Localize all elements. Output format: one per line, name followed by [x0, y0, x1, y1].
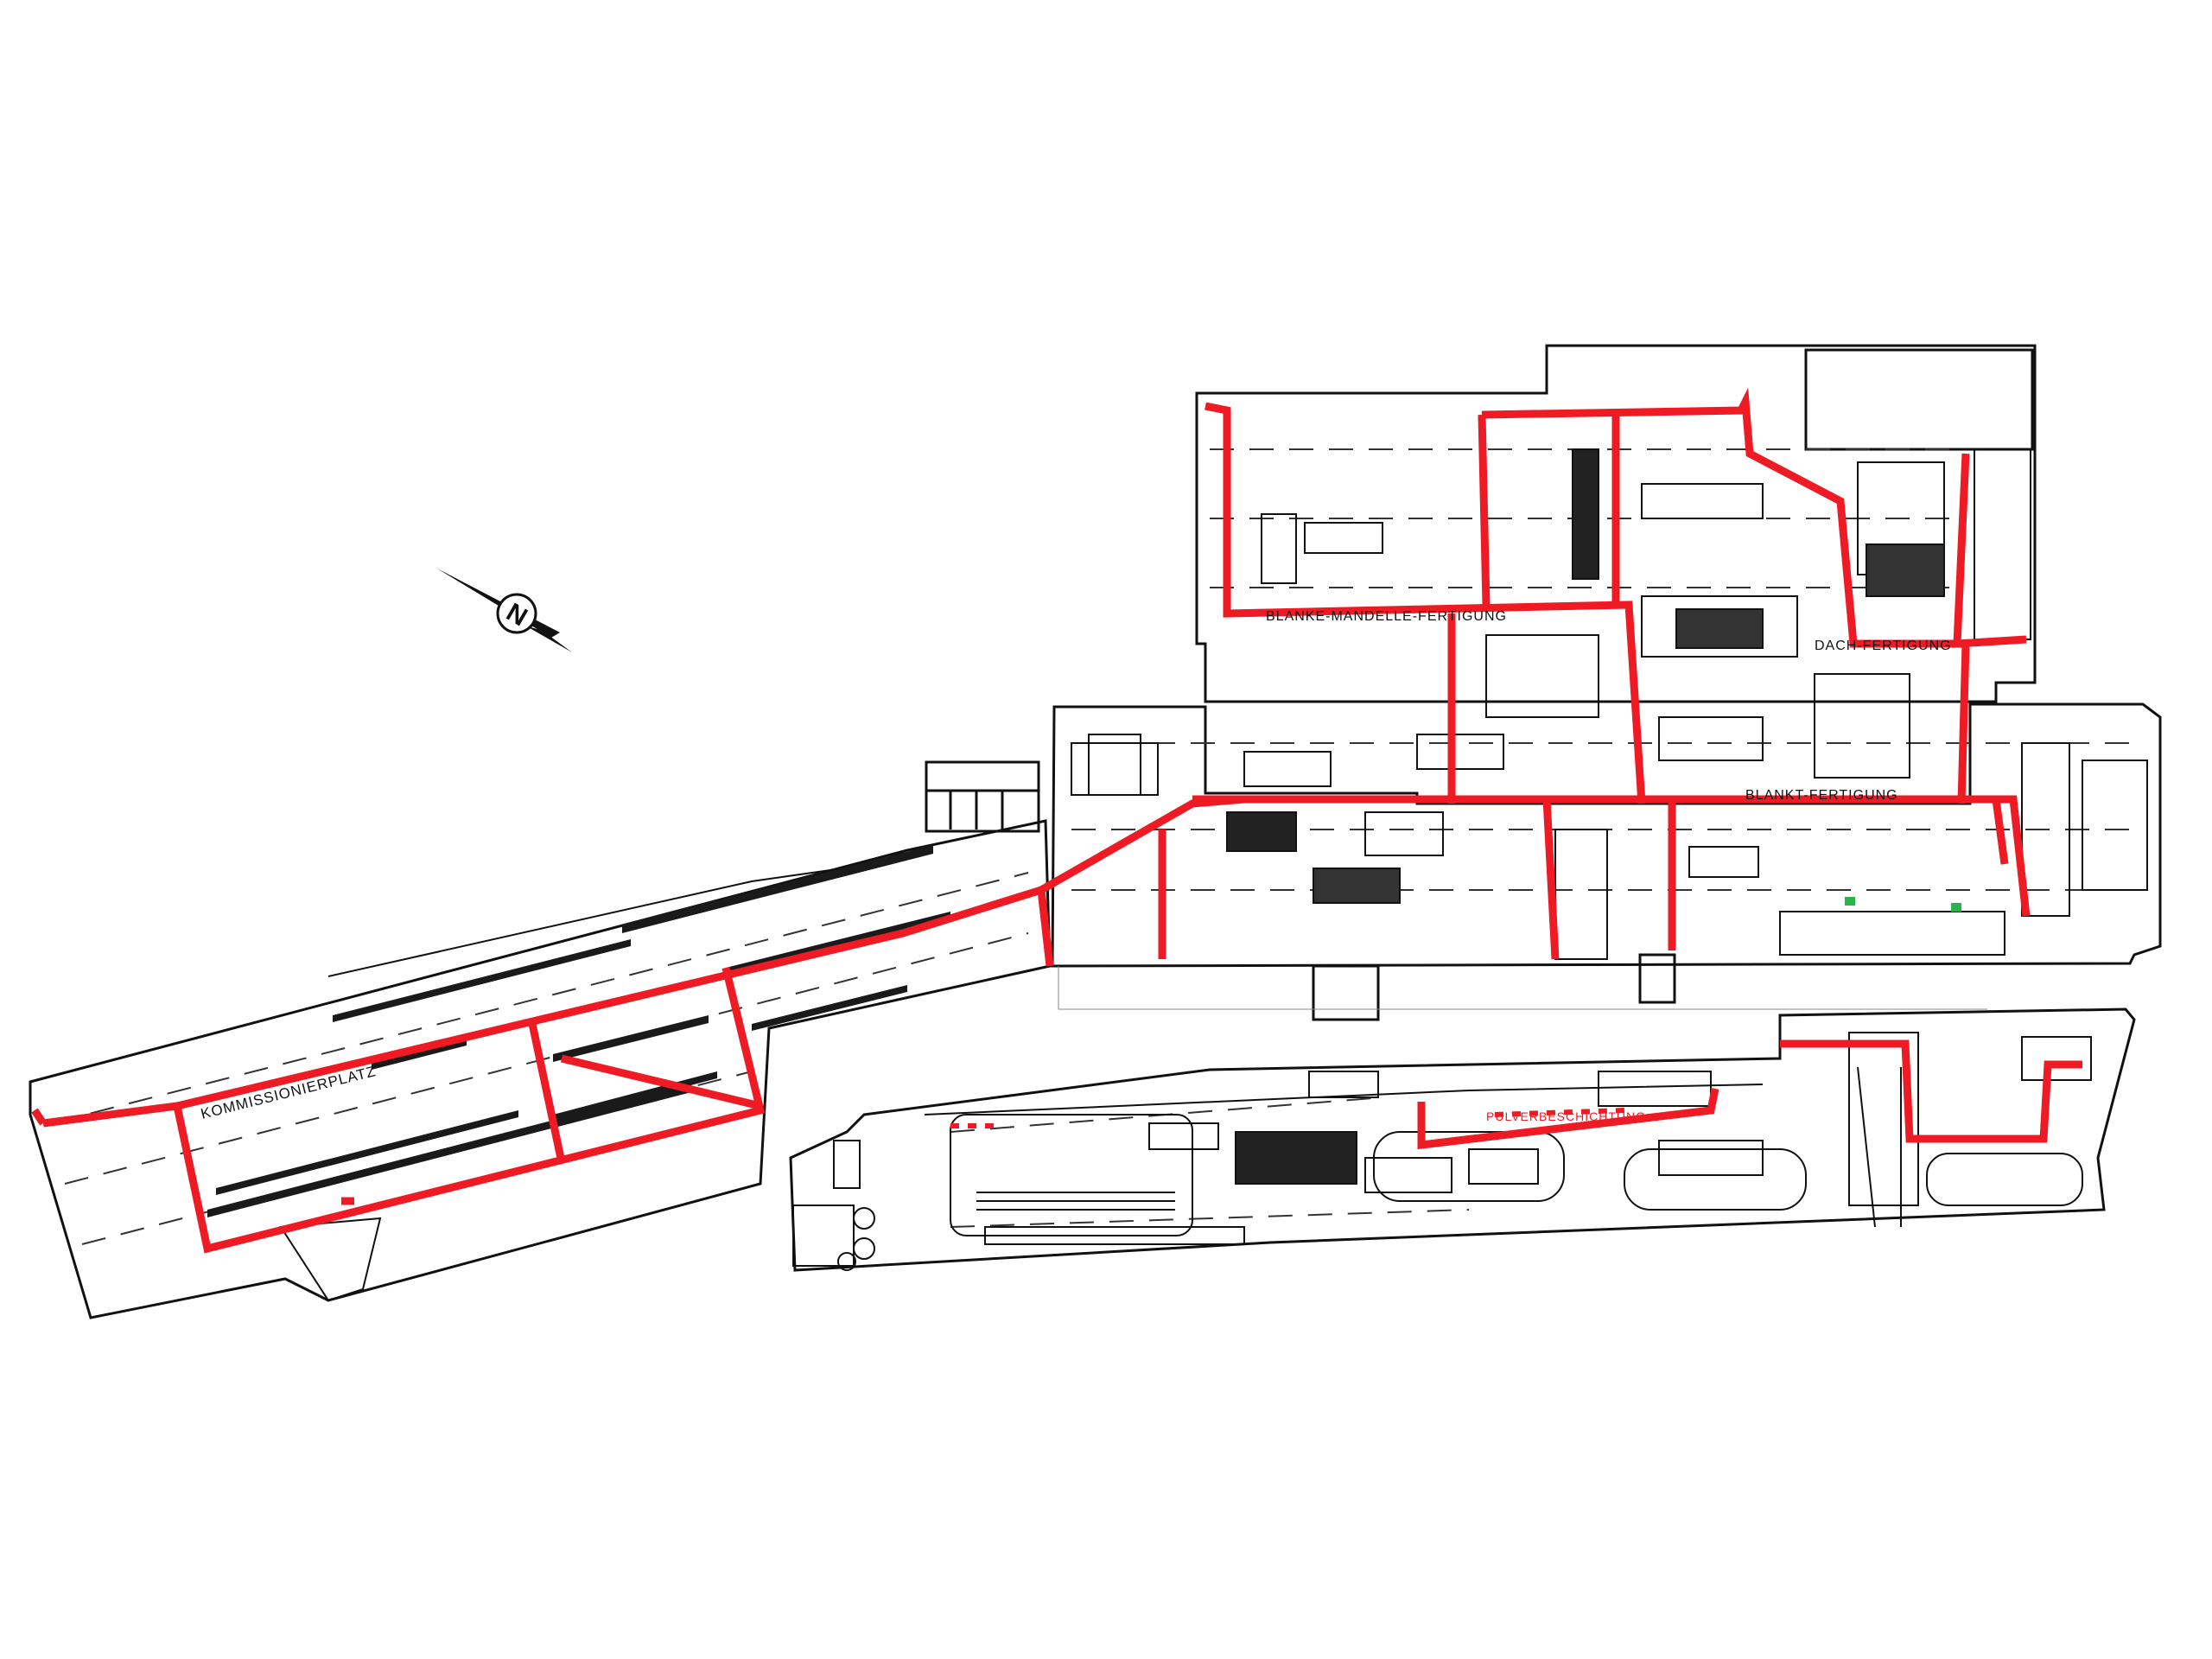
- tanks: [792, 1140, 875, 1271]
- upper-annex-box: [1804, 348, 2034, 451]
- route-warehouse-loop: [173, 966, 766, 1254]
- south-annex-b: [1638, 953, 1676, 1004]
- route-warehouse-cross-b: [560, 1054, 762, 1110]
- route-link-up: [1039, 795, 1245, 893]
- rack-rows: [207, 845, 950, 1217]
- warehouse-roof-edge: [327, 849, 908, 977]
- route-main-corridor: [1192, 795, 2031, 917]
- route-lower-top: [1780, 1039, 2082, 1143]
- escape-route-network: [31, 387, 2082, 1254]
- route-dashed-markers: [950, 1108, 1625, 1128]
- machinery-blocks: [984, 448, 2148, 1245]
- main-hall-outline: [1051, 702, 2162, 968]
- east-annex-box: [1974, 448, 2031, 640]
- ramp-outline: [279, 1217, 382, 1302]
- route-main-v4: [1992, 798, 2009, 865]
- north-arrow-icon: N: [437, 569, 572, 652]
- loading-docks: [925, 760, 1040, 833]
- lower-building-outline: [789, 1007, 2136, 1272]
- label-blanke-mandelle: BLANKE-MANDELLE-FERTIGUNG: [1266, 609, 1507, 624]
- south-annex-a: [1312, 964, 1380, 1021]
- interior-aisles: [51, 448, 2134, 1245]
- lower-inner-line: [924, 1084, 1764, 1116]
- route-main-v2: [1542, 798, 1560, 960]
- south-outer-line: [1058, 966, 1987, 1010]
- route-north-top: [1481, 387, 1970, 804]
- lower-box-a: [1308, 1071, 1379, 1098]
- route-lower-left: [1417, 1088, 1719, 1150]
- conveyor-tracks: [950, 1066, 2083, 1236]
- label-dach: DACH-FERTIGUNG: [1815, 639, 1952, 653]
- north-block-outline: [1195, 344, 2037, 703]
- building-outlines: [29, 344, 2162, 1319]
- label-blankt: BLANKT-FERTIGUNG: [1745, 788, 1898, 803]
- route-stub-left: [31, 1108, 47, 1126]
- route-north-left: [1205, 402, 1646, 804]
- route-connector: [1037, 889, 1054, 967]
- route-warehouse-main: [42, 886, 1043, 1128]
- green-markers: [1845, 897, 1961, 912]
- route-north-mid: [1478, 414, 1491, 606]
- route-warehouse-cross-a: [527, 1019, 566, 1163]
- label-pulver: PULVERBESCHICHTUNG: [1486, 1109, 1646, 1123]
- route-north-east: [1953, 453, 2027, 648]
